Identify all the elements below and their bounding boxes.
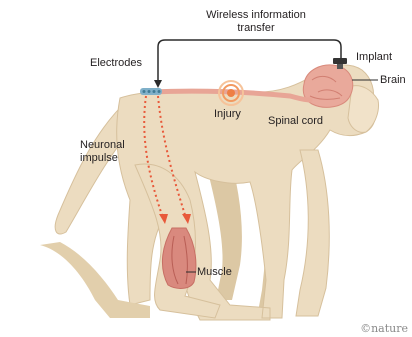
muscle-label: Muscle — [197, 266, 232, 279]
wireless-transfer-label: Wireless information transfer — [186, 9, 326, 35]
nature-credit: ©nature — [360, 322, 408, 335]
injury-label: Injury — [214, 108, 241, 121]
electrode-array-icon — [140, 88, 162, 95]
neuronal-impulse-label: Neuronal impulse — [80, 139, 125, 165]
wireless-label-line2: transfer — [186, 22, 326, 35]
spinal-cord-label: Spinal cord — [268, 115, 323, 128]
wireless-label-line1: Wireless information — [186, 9, 326, 22]
muscle-shape — [162, 228, 196, 288]
neuronal-label-line2: impulse — [80, 152, 125, 165]
implant-label: Implant — [356, 51, 392, 64]
neuronal-label-line1: Neuronal — [80, 139, 125, 152]
monkey-front-leg-near — [296, 150, 329, 316]
electrodes-label: Electrodes — [90, 57, 142, 70]
brain-label: Brain — [380, 74, 406, 87]
